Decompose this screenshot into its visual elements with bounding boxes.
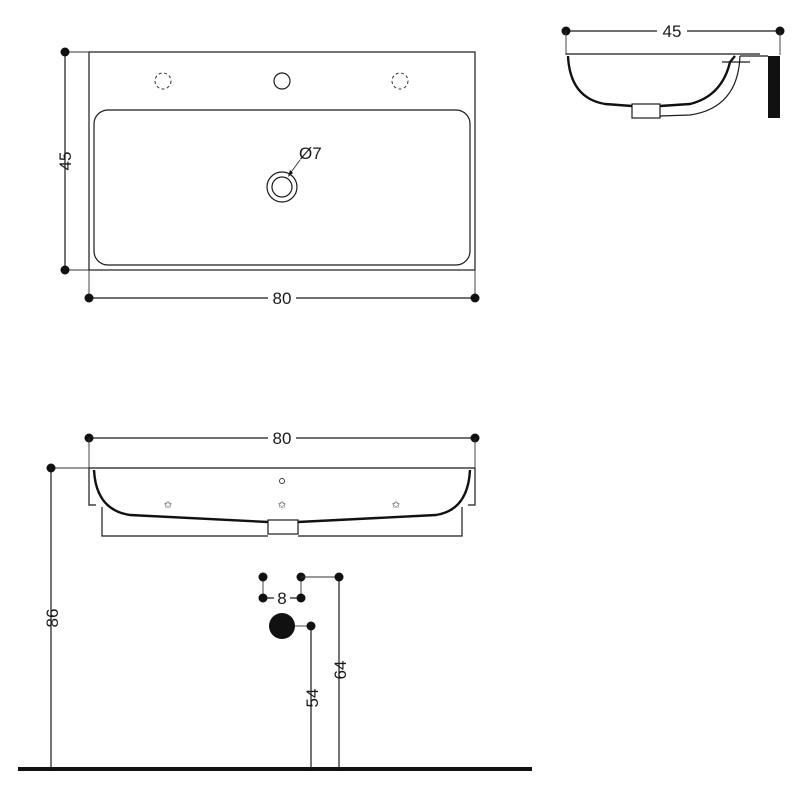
waste-spacing-label: 8 <box>277 589 286 608</box>
side-wall-bracket <box>768 56 780 118</box>
dim-dot <box>306 621 316 631</box>
side-bowl-back <box>659 55 736 108</box>
dim-dot <box>334 572 344 582</box>
front-left-edge <box>88 468 96 506</box>
bowl-outline <box>93 109 471 266</box>
top-height-label: 45 <box>56 152 75 171</box>
drain-leader-arrow <box>288 170 293 177</box>
front-base-line <box>101 507 463 537</box>
tap-hole-left-optional <box>154 72 172 90</box>
dim-dot <box>60 265 70 275</box>
drain-outer <box>266 171 298 203</box>
front-width-label: 80 <box>273 429 292 448</box>
tap-hole-right-optional <box>391 72 409 90</box>
drain-diameter-label: Ø7 <box>299 144 322 163</box>
side-view: 45 <box>561 21 785 119</box>
side-bowl-profile <box>566 55 633 108</box>
dim-dot <box>296 593 306 603</box>
front-mark: ✩ <box>392 500 401 511</box>
front-view: 80 ✩ ✩ ✩ <box>84 428 480 537</box>
tap-hole-center <box>273 72 291 90</box>
height-54-label: 54 <box>303 689 322 708</box>
top-view: Ø7 45 80 <box>56 47 480 308</box>
mounting-heights: 86 8 64 54 <box>18 463 532 771</box>
front-mark: ✩ <box>164 500 173 511</box>
side-outer-back <box>659 55 741 117</box>
front-right-edge <box>468 468 476 506</box>
dim-dot <box>258 572 268 582</box>
height-64-label: 64 <box>331 661 350 680</box>
dim-dot <box>60 47 70 57</box>
front-drain <box>267 519 299 535</box>
basin-outline <box>88 51 476 271</box>
height-86-label: 86 <box>43 609 62 628</box>
dim-dot <box>258 593 268 603</box>
side-depth-label: 45 <box>663 22 682 41</box>
front-mark: ✩ <box>278 500 287 511</box>
front-bowl-profile <box>92 469 472 524</box>
waste-pipe <box>269 613 295 639</box>
dim-dot <box>84 293 94 303</box>
front-hole-marker <box>279 478 285 484</box>
dim-dot <box>470 293 480 303</box>
top-width-label: 80 <box>273 289 292 308</box>
side-drain <box>631 103 661 119</box>
dim-dot <box>46 463 56 473</box>
drain-inner <box>271 176 293 198</box>
